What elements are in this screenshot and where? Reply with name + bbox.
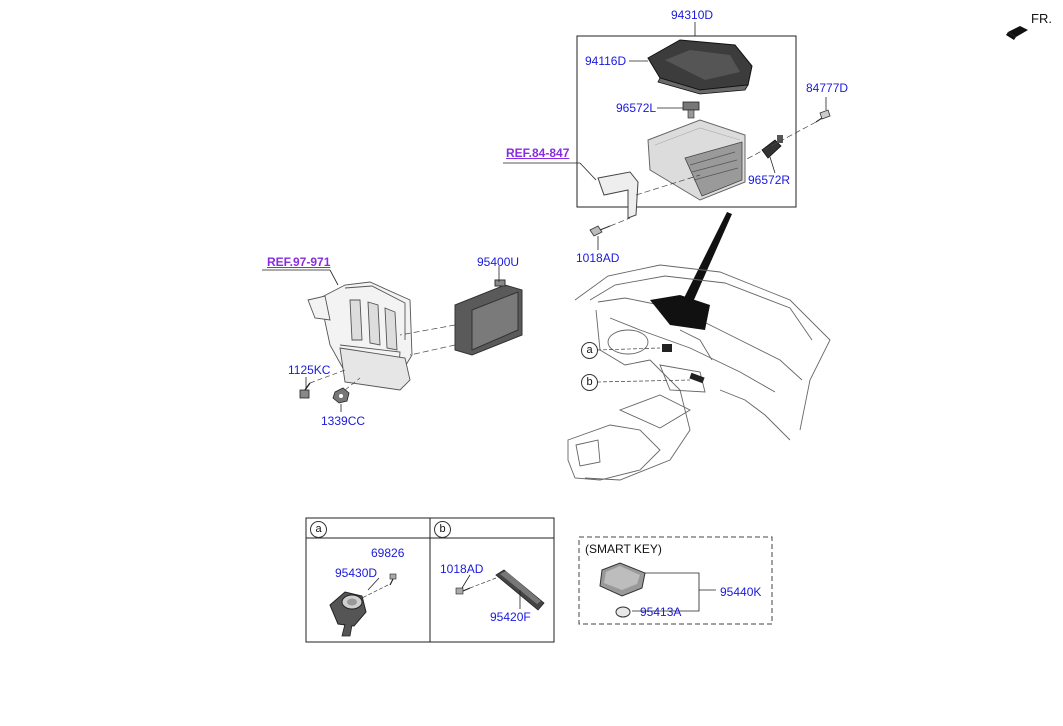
reference-link-97-971[interactable]: REF.97-971 xyxy=(267,255,331,269)
cluster-assembly-box xyxy=(576,35,797,208)
dashboard-switch-a xyxy=(662,344,672,352)
part-label-95400u[interactable]: 95400U xyxy=(477,255,520,269)
nut-1339cc-shape xyxy=(332,387,350,404)
mounting-bracket-shape xyxy=(597,171,639,219)
smart-key-box xyxy=(578,536,773,625)
detail-panel-b-header: b xyxy=(434,521,451,538)
part-label-94116d[interactable]: 94116D xyxy=(585,54,627,68)
part-label-84777d[interactable]: 84777D xyxy=(806,81,849,95)
part-label-69826[interactable]: 69826 xyxy=(371,546,405,560)
cluster-housing-shape xyxy=(647,119,746,201)
screw-69826-shape xyxy=(389,573,397,586)
part-label-96572l[interactable]: 96572L xyxy=(616,101,657,115)
battery-95413a-shape xyxy=(615,606,631,618)
module-95400u-shape xyxy=(454,279,523,356)
part-label-1339cc[interactable]: 1339CC xyxy=(321,414,366,428)
dashboard-illustration xyxy=(567,264,831,481)
part-label-95413a[interactable]: 95413A xyxy=(640,605,682,619)
part-label-94310d[interactable]: 94310D xyxy=(671,8,714,22)
part-label-1018ad-top[interactable]: 1018AD xyxy=(576,251,620,265)
dashboard-switch-b xyxy=(689,372,705,384)
part-label-1125kc[interactable]: 1125KC xyxy=(288,363,331,377)
front-direction-arrow-icon xyxy=(1006,26,1028,40)
clip-right-shape xyxy=(761,135,783,159)
front-direction-label: FR. xyxy=(1031,11,1052,26)
part-label-1018ad-b[interactable]: 1018AD xyxy=(440,562,484,576)
part-label-95430d[interactable]: 95430D xyxy=(335,566,378,580)
screw-1018ad-shape xyxy=(589,225,611,237)
bolt-1125kc-shape xyxy=(299,382,311,399)
screw-1018ad-b-shape xyxy=(455,587,471,595)
callout-a[interactable]: a xyxy=(581,342,598,359)
smart-key-title: (SMART KEY) xyxy=(585,542,662,556)
dashboard-cluster-highlight xyxy=(650,295,710,330)
location-pointer-shape xyxy=(684,212,732,302)
part-label-96572r[interactable]: 96572R xyxy=(748,173,791,187)
reference-link-84-847[interactable]: REF.84-847 xyxy=(506,146,570,160)
detail-panel-a-header: a xyxy=(310,521,327,538)
screw-84777d-shape xyxy=(815,109,831,123)
hvac-unit-illustration xyxy=(307,281,413,391)
start-switch-shape xyxy=(329,591,367,637)
callout-b[interactable]: b xyxy=(581,374,598,391)
clip-left-shape xyxy=(682,101,700,119)
part-label-95440k[interactable]: 95440K xyxy=(720,585,762,599)
cluster-cover-shape xyxy=(647,39,753,95)
smart-key-fob-shape xyxy=(599,562,646,597)
part-label-95420f[interactable]: 95420F xyxy=(490,610,531,624)
